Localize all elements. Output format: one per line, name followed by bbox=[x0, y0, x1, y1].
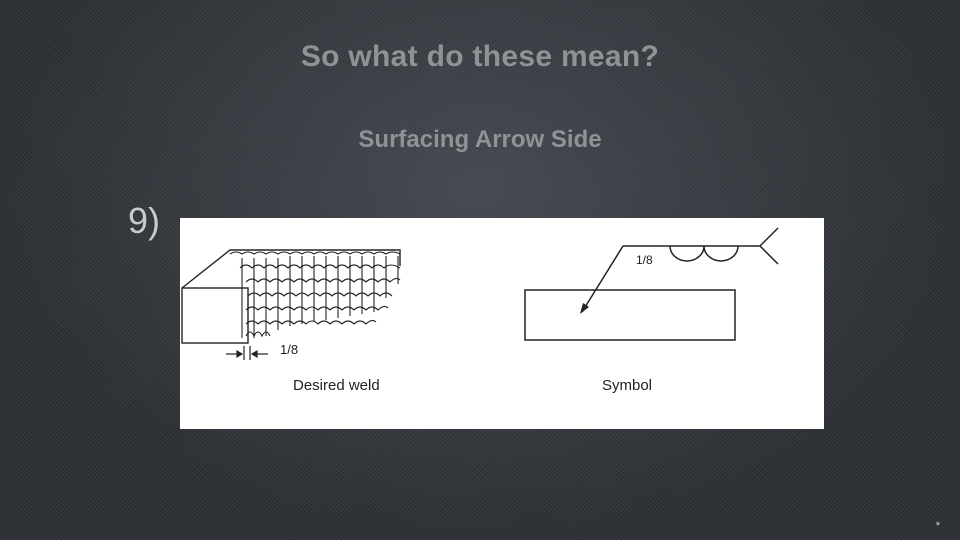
item-number: 9) bbox=[128, 200, 161, 241]
symbol-dimension-label: 1/8 bbox=[636, 253, 653, 267]
desired-weld-drawing bbox=[181, 249, 401, 360]
weld-diagram: 1/8 Desired weld 1/8 Symbol bbox=[181, 227, 779, 394]
thickness-dimension bbox=[226, 346, 268, 360]
weld-figure: 1/8 Desired weld 1/8 Symbol bbox=[180, 218, 824, 429]
slide-number-marker: * bbox=[935, 520, 940, 532]
arrow-line bbox=[581, 245, 624, 313]
plate-top-edge bbox=[181, 249, 401, 289]
slide-subtitle: Surfacing Arrow Side bbox=[358, 126, 602, 153]
tail bbox=[759, 227, 779, 265]
slide-title: So what do these mean? bbox=[300, 40, 660, 73]
plate-front-face bbox=[181, 287, 249, 344]
right-caption: Symbol bbox=[602, 377, 652, 394]
weld-symbol-drawing bbox=[524, 227, 779, 341]
base-plate bbox=[524, 289, 736, 341]
surfacing-symbol bbox=[669, 245, 739, 262]
weld-beads bbox=[229, 251, 401, 338]
arrow-head bbox=[580, 303, 589, 314]
left-dimension-label: 1/8 bbox=[280, 342, 298, 357]
left-caption: Desired weld bbox=[293, 377, 380, 394]
